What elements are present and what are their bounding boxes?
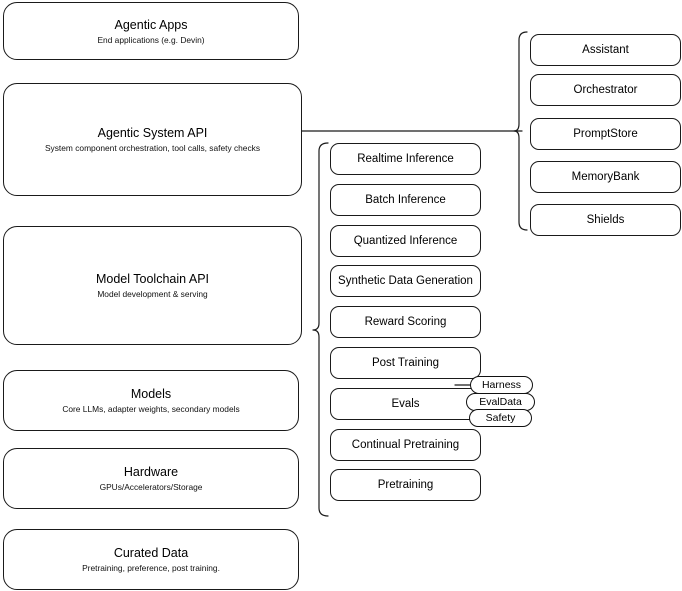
layer-title: Curated Data [113,546,189,560]
component-post-training[interactable]: Post Training [330,347,481,379]
component-reward-scoring[interactable]: Reward Scoring [330,306,481,338]
component-label: Evals [391,398,420,410]
component-label: PromptStore [573,128,638,140]
layer-subtitle: System component orchestration, tool cal… [44,143,261,153]
layer-model-toolchain-api[interactable]: Model Toolchain API Model development & … [3,226,302,345]
layer-title: Agentic System API [97,126,208,140]
component-assistant[interactable]: Assistant [530,34,681,66]
component-label: Reward Scoring [364,316,447,328]
layer-agentic-apps[interactable]: Agentic Apps End applications (e.g. Devi… [3,2,299,60]
component-label: Synthetic Data Generation [338,275,473,287]
layer-title: Model Toolchain API [95,272,210,286]
layer-title: Models [130,387,172,401]
layer-subtitle: Model development & serving [97,289,208,299]
layer-curated-data[interactable]: Curated Data Pretraining, preference, po… [3,529,299,590]
layer-title: Agentic Apps [114,17,188,32]
component-realtime-inference[interactable]: Realtime Inference [330,143,481,175]
component-label: Realtime Inference [357,153,454,165]
component-label: Pretraining [377,479,434,491]
pill-label: Harness [481,379,522,391]
component-label: Batch Inference [365,194,446,206]
pill-safety[interactable]: Safety [469,409,532,427]
layer-models[interactable]: Models Core LLMs, adapter weights, secon… [3,370,299,431]
layer-hardware[interactable]: Hardware GPUs/Accelerators/Storage [3,448,299,509]
component-memorybank[interactable]: MemoryBank [530,161,681,193]
component-label: Shields [586,214,625,226]
component-label: Assistant [582,44,629,56]
component-orchestrator[interactable]: Orchestrator [530,74,681,106]
component-shields[interactable]: Shields [530,204,681,236]
layer-subtitle: Pretraining, preference, post training. [82,563,220,573]
component-label: Continual Pretraining [351,439,460,451]
component-label: Post Training [371,357,440,369]
layer-agentic-system-api[interactable]: Agentic System API System component orch… [3,83,302,196]
layer-subtitle: Core LLMs, adapter weights, secondary mo… [62,404,240,414]
brace-agentic-components [513,31,528,231]
component-evals[interactable]: Evals [330,388,481,420]
component-pretraining[interactable]: Pretraining [330,469,481,501]
layer-title: Hardware [123,465,179,479]
layer-subtitle: GPUs/Accelerators/Storage [99,482,203,492]
component-quantized-inference[interactable]: Quantized Inference [330,225,481,257]
component-continual-pretraining[interactable]: Continual Pretraining [330,429,481,461]
component-promptstore[interactable]: PromptStore [530,118,681,150]
component-label: Orchestrator [573,84,638,96]
layer-subtitle: End applications (e.g. Devin) [97,34,205,45]
component-synthetic-data-generation[interactable]: Synthetic Data Generation [330,265,481,297]
pill-harness[interactable]: Harness [470,376,533,394]
pill-label: Safety [485,412,516,424]
component-label: MemoryBank [571,171,640,183]
pill-label: EvalData [479,396,522,408]
component-batch-inference[interactable]: Batch Inference [330,184,481,216]
brace-toolchain-components [312,142,329,517]
component-label: Quantized Inference [353,235,458,247]
